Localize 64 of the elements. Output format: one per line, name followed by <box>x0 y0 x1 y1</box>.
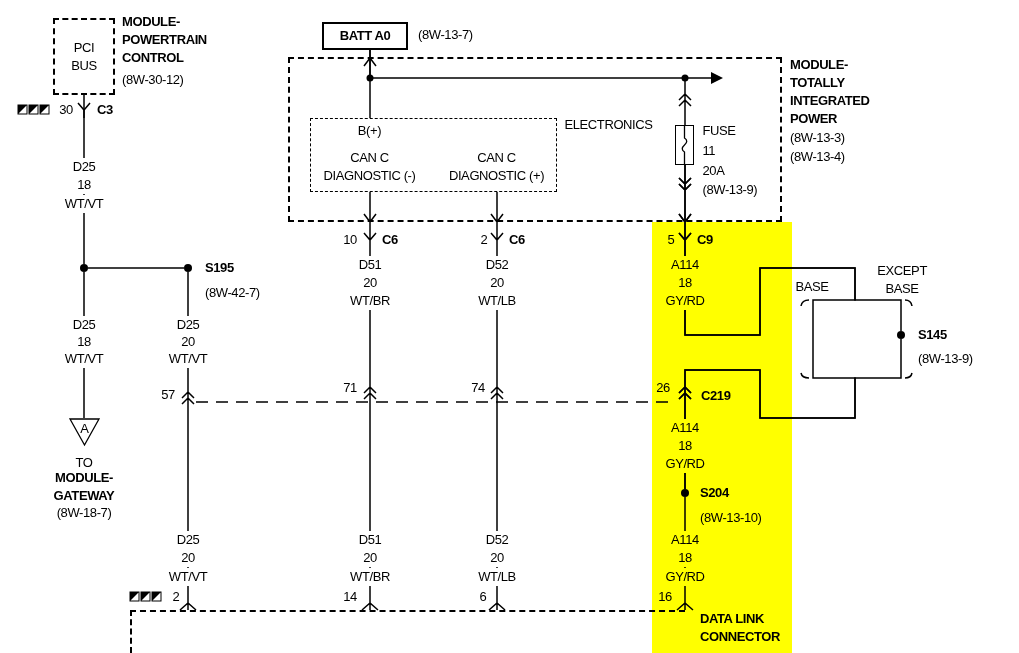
wire-label: WT/VT <box>167 350 209 368</box>
wire-label: 18 <box>677 274 693 292</box>
wire-label: A114 <box>670 256 700 274</box>
wire-label: WT/VT <box>63 195 105 213</box>
fuse-number: 11 <box>702 141 716 160</box>
module-name: MODULE- POWERTRAIN CONTROL <box>122 13 207 67</box>
wire-label: D51 <box>357 531 383 549</box>
wire-label: WT/BR <box>349 568 391 586</box>
wire-label: GY/RD <box>664 292 706 310</box>
wire-label: GY/RD <box>664 455 706 473</box>
bus-label: PCI BUS <box>71 39 97 75</box>
wire-label: D25 <box>71 316 97 334</box>
wire-label: WT/LB <box>477 568 517 586</box>
wire-label: 20 <box>180 549 196 567</box>
destination-label: TO <box>75 454 93 472</box>
splice-dot <box>80 264 88 272</box>
page-reference: (8W-13-3) <box>790 129 845 147</box>
wire-label: A114 <box>670 419 700 437</box>
wire-label: D25 <box>71 158 97 176</box>
section-name: ELECTRONICS <box>564 115 653 134</box>
wire-label: 18 <box>76 176 92 194</box>
wire-label: 18 <box>677 437 693 455</box>
page-reference: (8W-13-9) <box>918 350 973 368</box>
wire-label: 20 <box>362 549 378 567</box>
wire-label: A114 <box>670 531 700 549</box>
page-reference: (8W-18-7) <box>56 504 112 522</box>
wire-label: D51 <box>357 256 383 274</box>
wire-label: D25 <box>175 531 201 549</box>
splice-label: S204 <box>700 484 729 502</box>
wire <box>678 338 902 490</box>
page-reference: (8W-13-10) <box>700 509 762 527</box>
wire-label: WT/VT <box>63 350 105 368</box>
wire-label: 18 <box>677 549 693 567</box>
module-name: MODULE- GATEWAY <box>53 469 115 505</box>
wire-label: 20 <box>362 274 378 292</box>
wire <box>369 49 692 126</box>
wire-label: D25 <box>175 316 201 334</box>
wire-label: 20 <box>180 333 196 351</box>
pin-name: B(+) <box>357 121 382 140</box>
page-reference: (8W-13-7) <box>418 26 473 44</box>
splice-label: S145 <box>918 326 947 344</box>
power-source-name: BATT A0 <box>339 27 391 45</box>
pin-name: CAN C DIAGNOSTIC (-) <box>322 148 417 185</box>
wire <box>87 267 185 269</box>
wire-label: 20 <box>489 549 505 567</box>
wire-label: D52 <box>484 256 510 274</box>
pin-name: CAN C DIAGNOSTIC (+) <box>447 148 546 185</box>
wire-label: WT/LB <box>477 292 517 310</box>
fuse-rating: 20A <box>702 161 725 180</box>
fuse-label: FUSE <box>702 121 736 140</box>
page-reference: (8W-13-9) <box>702 180 758 199</box>
wire-label: GY/RD <box>664 568 706 586</box>
page-reference: (8W-30-12) <box>122 71 184 89</box>
wire-label: D52 <box>484 531 510 549</box>
wire-label: WT/BR <box>349 292 391 310</box>
connector-letter: A <box>80 420 89 438</box>
connector-name: DATA LINK CONNECTOR <box>700 610 780 646</box>
splice-label: S195 <box>205 259 234 277</box>
wire-label: 20 <box>489 274 505 292</box>
wire-label: 18 <box>76 333 92 351</box>
page-reference: (8W-42-7) <box>205 284 260 302</box>
module-name: MODULE- TOTALLY INTEGRATED POWER <box>790 56 870 128</box>
page-reference: (8W-13-4) <box>790 148 845 166</box>
wire-label: WT/VT <box>167 568 209 586</box>
